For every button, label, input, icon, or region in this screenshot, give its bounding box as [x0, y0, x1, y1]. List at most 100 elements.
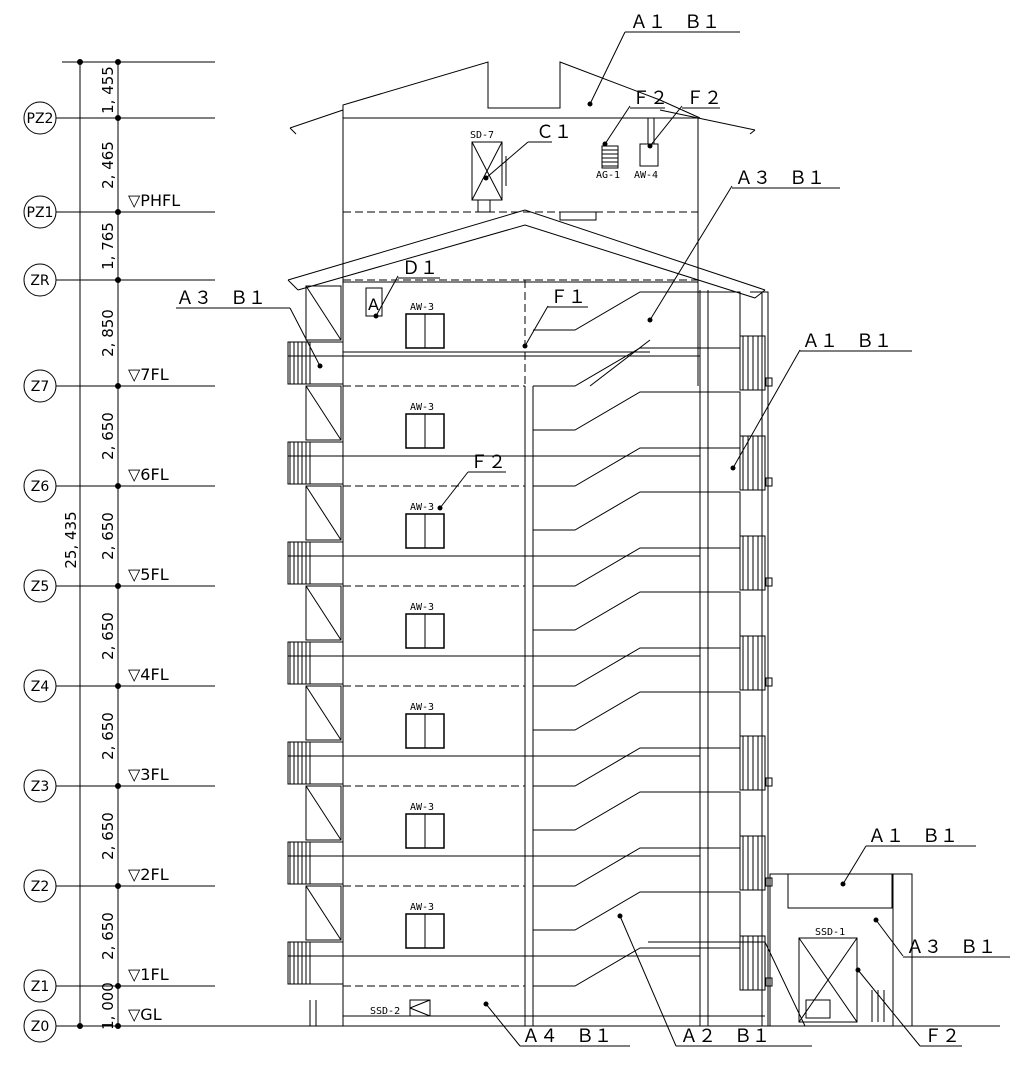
grid-bubble-z7 [23, 369, 57, 403]
grille-ag1 [601, 145, 619, 169]
grid-bubble-pz1 [23, 195, 57, 229]
annex-header [787, 873, 893, 909]
callout-d1-leader [375, 275, 399, 317]
eave-edge [749, 129, 756, 135]
left-balcony [287, 741, 344, 785]
penthouse-roof [342, 61, 701, 119]
door-sd7 [471, 141, 503, 201]
side-unit [305, 285, 342, 341]
floor-level-label: ▽4FL [128, 665, 169, 684]
grid-bubble-z1 [23, 969, 57, 1003]
callout-a3b1-right: Ａ３ Ｂ１ [735, 168, 825, 189]
dim-tick [115, 59, 121, 65]
callout-labels: PZ2PZ1ZRZ7Z6Z5Z4Z3Z2Z1Z0▽PHFL▽7FL▽6FL▽5F… [27, 12, 1010, 1047]
dimension-value: 1, 765 [99, 222, 117, 270]
tag-aw3: AW-3 [410, 902, 434, 913]
annex-vent [805, 999, 831, 1019]
callout-f2-bottom-dot [855, 967, 861, 973]
callout-a2b1-leader [619, 915, 677, 1047]
side-unit [305, 585, 342, 641]
dimension-value: 2, 650 [99, 612, 117, 660]
callout-a1b1-top-leader [589, 31, 626, 105]
callout-c1-leader [485, 141, 529, 179]
grid-bubble-z2 [23, 869, 57, 903]
left-balcony [287, 441, 344, 485]
floor-level-label: ▽2FL [128, 865, 169, 884]
callout-a1b1-top-dot [587, 101, 593, 107]
ssd2-diag [409, 1007, 431, 1017]
callout-f2-a-dot [602, 141, 608, 147]
callout-a1b1-annex: Ａ１ Ｂ１ [868, 826, 958, 847]
floor-level-label: ▽6FL [128, 465, 169, 484]
penthouse-wall [342, 117, 699, 283]
building-outline [228, 61, 1000, 1027]
tag-ag1: AG-1 [596, 170, 620, 181]
gutter [750, 291, 769, 300]
grid-bubble-z3 [23, 769, 57, 803]
dimension-value: 2, 650 [99, 412, 117, 460]
dimension-value: 2, 650 [99, 912, 117, 960]
tag-a-mark: A [368, 295, 379, 314]
callout-a3b1-annex-leader [875, 919, 904, 957]
tag-aw3: AW-3 [410, 302, 434, 313]
tag-ssd2: SSD-2 [370, 1006, 400, 1017]
grid-label-zr: ZR [30, 273, 50, 289]
callout-f1-leader [524, 305, 549, 347]
callout-a2b1: Ａ２ Ｂ１ [680, 1026, 770, 1047]
dimension-value: 1, 000 [99, 982, 117, 1030]
stair-flight [533, 291, 741, 387]
left-balcony [287, 341, 344, 385]
floor-level-label: ▽7FL [128, 365, 169, 384]
grid-label-z6: Z6 [31, 479, 50, 495]
callout-a1b1-mid-leader [732, 349, 801, 469]
side-unit-diag [305, 685, 342, 741]
stair-flight [533, 491, 741, 587]
side-unit-diag [305, 885, 342, 941]
callout-d1: Ｄ１ [402, 258, 438, 279]
tag-sd7: SD-7 [470, 130, 494, 141]
rail-bracket [765, 977, 773, 987]
grid-label-pz2: PZ2 [27, 111, 54, 127]
side-unit-diag [305, 785, 342, 841]
grid-bubble-z0 [23, 1009, 57, 1043]
side-unit [305, 885, 342, 941]
callout-c1: Ｃ１ [536, 122, 572, 143]
dimension-value: 2, 465 [99, 141, 117, 189]
dimension-value: 2, 650 [99, 812, 117, 860]
callout-a1b1-mid: Ａ１ Ｂ１ [802, 331, 892, 352]
floor-level-label: ▽PHFL [128, 191, 180, 210]
callout-f2-b: Ｆ２ [686, 88, 722, 109]
callout-f2-mid-leader [439, 471, 469, 509]
callout-a3b1-right-leader [649, 185, 733, 321]
grid-bubble-pz2 [23, 101, 57, 135]
dimension-value: 2, 650 [99, 712, 117, 760]
callout-a4b1-dot [483, 1001, 489, 1007]
grid-bubble-z5 [23, 569, 57, 603]
chimney [477, 199, 491, 213]
callout-f2-a-leader [604, 105, 631, 145]
annex-door-diag [798, 937, 858, 1023]
grid-label-z1: Z1 [31, 979, 50, 995]
callout-a1b1-mid-dot [730, 465, 736, 471]
callout-a1b1-top: Ａ１ Ｂ１ [630, 12, 720, 33]
side-unit-diag [305, 485, 342, 541]
callout-f2-b-leader [649, 105, 683, 147]
annex-wall [769, 873, 913, 1027]
callout-a3b1-left: Ａ３ Ｂ１ [176, 288, 266, 309]
grid-label-z5: Z5 [31, 579, 50, 595]
side-unit [305, 685, 342, 741]
callout-a4b1-leader [485, 1003, 521, 1047]
callout-f2-mid-dot [437, 505, 443, 511]
roof-edge [754, 289, 766, 299]
callout-a3b1-annex-dot [873, 917, 879, 923]
stair-flight [533, 591, 741, 687]
dimension-value: 1, 455 [99, 66, 117, 114]
side-unit-diag [305, 285, 342, 341]
roof-vent [559, 211, 597, 221]
callout-f2-b-dot [647, 143, 653, 149]
rail-bracket [765, 677, 773, 687]
side-unit [305, 785, 342, 841]
callout-a1b1-annex-dot [840, 881, 846, 887]
ground-stair [648, 941, 806, 1027]
